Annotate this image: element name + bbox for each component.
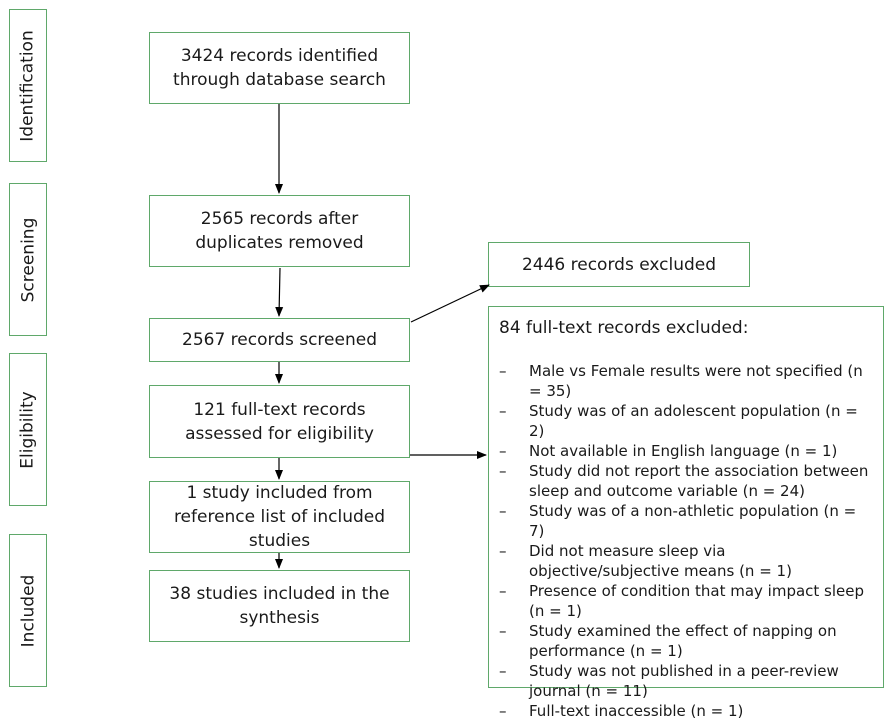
box-records-excluded: 2446 records excluded — [488, 242, 750, 287]
exclusion-reason: Not available in English language (n = 1… — [499, 441, 873, 461]
box-records-identified: 3424 records identified through database… — [149, 32, 410, 104]
box-reference-list: 1 study included from reference list of … — [149, 481, 410, 553]
box-full-text-assessed: 121 full-text records assessed for eligi… — [149, 385, 410, 458]
box-duplicates-removed: 2565 records after duplicates removed — [149, 195, 410, 267]
box-duplicates-removed-line-1: 2565 records after — [200, 209, 359, 229]
exclusion-reason: Study was of an adolescent population (n… — [499, 401, 873, 441]
box-reference-list-line-3: studies — [248, 531, 311, 551]
box-included-synthesis-line-1: 38 studies included in the — [169, 584, 390, 604]
exclusion-reason: Study was of a non-athletic population (… — [499, 501, 873, 541]
exclusion-reason: Did not measure sleep via objective/subj… — [499, 541, 873, 581]
box-records-excluded-line-1: 2446 records excluded — [521, 254, 717, 275]
stage-screening: Screening — [9, 183, 47, 336]
arrow-screened-to-excluded — [410, 284, 490, 323]
box-full-text-assessed-line-1: 121 full-text records — [193, 399, 366, 420]
box-duplicates-removed-line-2: duplicates removed — [195, 233, 364, 253]
box-records-identified-line-2: through database search — [173, 70, 386, 90]
stage-identification: Identification — [9, 9, 47, 162]
fulltext-exclusions-list: Male vs Female results were not specifie… — [499, 361, 873, 721]
box-included-synthesis: 38 studies included in the synthesis — [149, 570, 410, 642]
box-full-text-assessed-line-2: assessed for eligibility — [185, 423, 374, 444]
box-included-synthesis-line-2: synthesis — [239, 608, 320, 628]
fulltext-exclusions-title: 84 full-text records excluded: — [499, 318, 749, 338]
box-records-screened: 2567 records screened — [149, 318, 410, 362]
stage-eligibility: Eligibility — [9, 353, 47, 506]
exclusion-reason: Study examined the effect of napping on … — [499, 621, 873, 661]
box-fulltext-exclusions: 84 full-text records excluded: Male vs F… — [488, 306, 884, 721]
box-reference-list-line-1: 1 study included from — [186, 483, 373, 503]
exclusion-reason: Male vs Female results were not specifie… — [499, 361, 873, 401]
exclusion-reason: Study did not report the association bet… — [499, 461, 873, 501]
box-records-screened-line-1: 2567 records screened — [182, 330, 377, 350]
box-records-identified-line-1: 3424 records identified — [180, 46, 379, 66]
arrow-duplicates-to-screened — [275, 267, 284, 317]
exclusion-reason: Presence of condition that may impact sl… — [499, 581, 873, 621]
box-reference-list-line-2: reference list of included — [173, 507, 386, 527]
exclusion-reason: Study was not published in a peer-review… — [499, 661, 873, 701]
stage-included: Included — [9, 534, 47, 687]
